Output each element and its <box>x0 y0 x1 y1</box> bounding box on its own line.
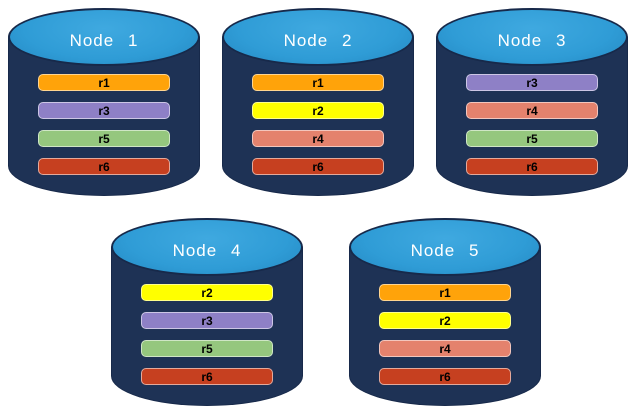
replica-bar-r5: r5 <box>38 130 170 147</box>
db-node-4: Node 4 r2 r3 r5 r6 <box>111 218 303 406</box>
replica-bar-r6: r6 <box>38 158 170 175</box>
replica-bar-r6: r6 <box>379 368 511 385</box>
replica-bar-r1: r1 <box>252 74 384 91</box>
replica-bar-r2: r2 <box>141 284 273 301</box>
db-node-5: Node 5 r1 r2 r4 r6 <box>349 218 541 406</box>
replica-bar-r4: r4 <box>466 102 598 119</box>
replica-bar-r5: r5 <box>466 130 598 147</box>
replica-list: r3 r4 r5 r6 <box>466 74 598 175</box>
node-row-bottom: Node 4 r2 r3 r5 r6 Node 5 r1 r2 r4 r6 <box>8 218 636 406</box>
replica-bar-r1: r1 <box>379 284 511 301</box>
db-node-1: Node 1 r1 r3 r5 r6 <box>8 8 200 196</box>
node-title: Node 2 <box>283 30 353 50</box>
replica-bar-r1: r1 <box>38 74 170 91</box>
node-row-top: Node 1 r1 r3 r5 r6 Node 2 r1 r2 r4 r6 Node 3 r… <box>8 8 628 196</box>
replica-list: r2 r3 r5 r6 <box>141 284 273 385</box>
db-node-3: Node 3 r3 r4 r5 r6 <box>436 8 628 196</box>
replica-bar-r6: r6 <box>141 368 273 385</box>
cylinder-top-icon: Node 1 <box>8 8 200 66</box>
replica-bar-r2: r2 <box>252 102 384 119</box>
replica-bar-r2: r2 <box>379 312 511 329</box>
replica-bar-r6: r6 <box>252 158 384 175</box>
replica-bar-r4: r4 <box>379 340 511 357</box>
cylinder-top-icon: Node 5 <box>349 218 541 276</box>
cylinder-top-icon: Node 2 <box>222 8 414 66</box>
replica-bar-r3: r3 <box>466 74 598 91</box>
node-title: Node 1 <box>69 30 139 50</box>
db-node-2: Node 2 r1 r2 r4 r6 <box>222 8 414 196</box>
cylinder-top-icon: Node 4 <box>111 218 303 276</box>
node-title: Node 3 <box>497 30 567 50</box>
replica-list: r1 r2 r4 r6 <box>379 284 511 385</box>
replica-list: r1 r3 r5 r6 <box>38 74 170 175</box>
replica-bar-r4: r4 <box>252 130 384 147</box>
node-title: Node 4 <box>172 240 242 260</box>
replica-bar-r5: r5 <box>141 340 273 357</box>
replica-bar-r3: r3 <box>38 102 170 119</box>
replica-bar-r6: r6 <box>466 158 598 175</box>
cylinder-top-icon: Node 3 <box>436 8 628 66</box>
replica-list: r1 r2 r4 r6 <box>252 74 384 175</box>
replica-bar-r3: r3 <box>141 312 273 329</box>
node-title: Node 5 <box>410 240 480 260</box>
